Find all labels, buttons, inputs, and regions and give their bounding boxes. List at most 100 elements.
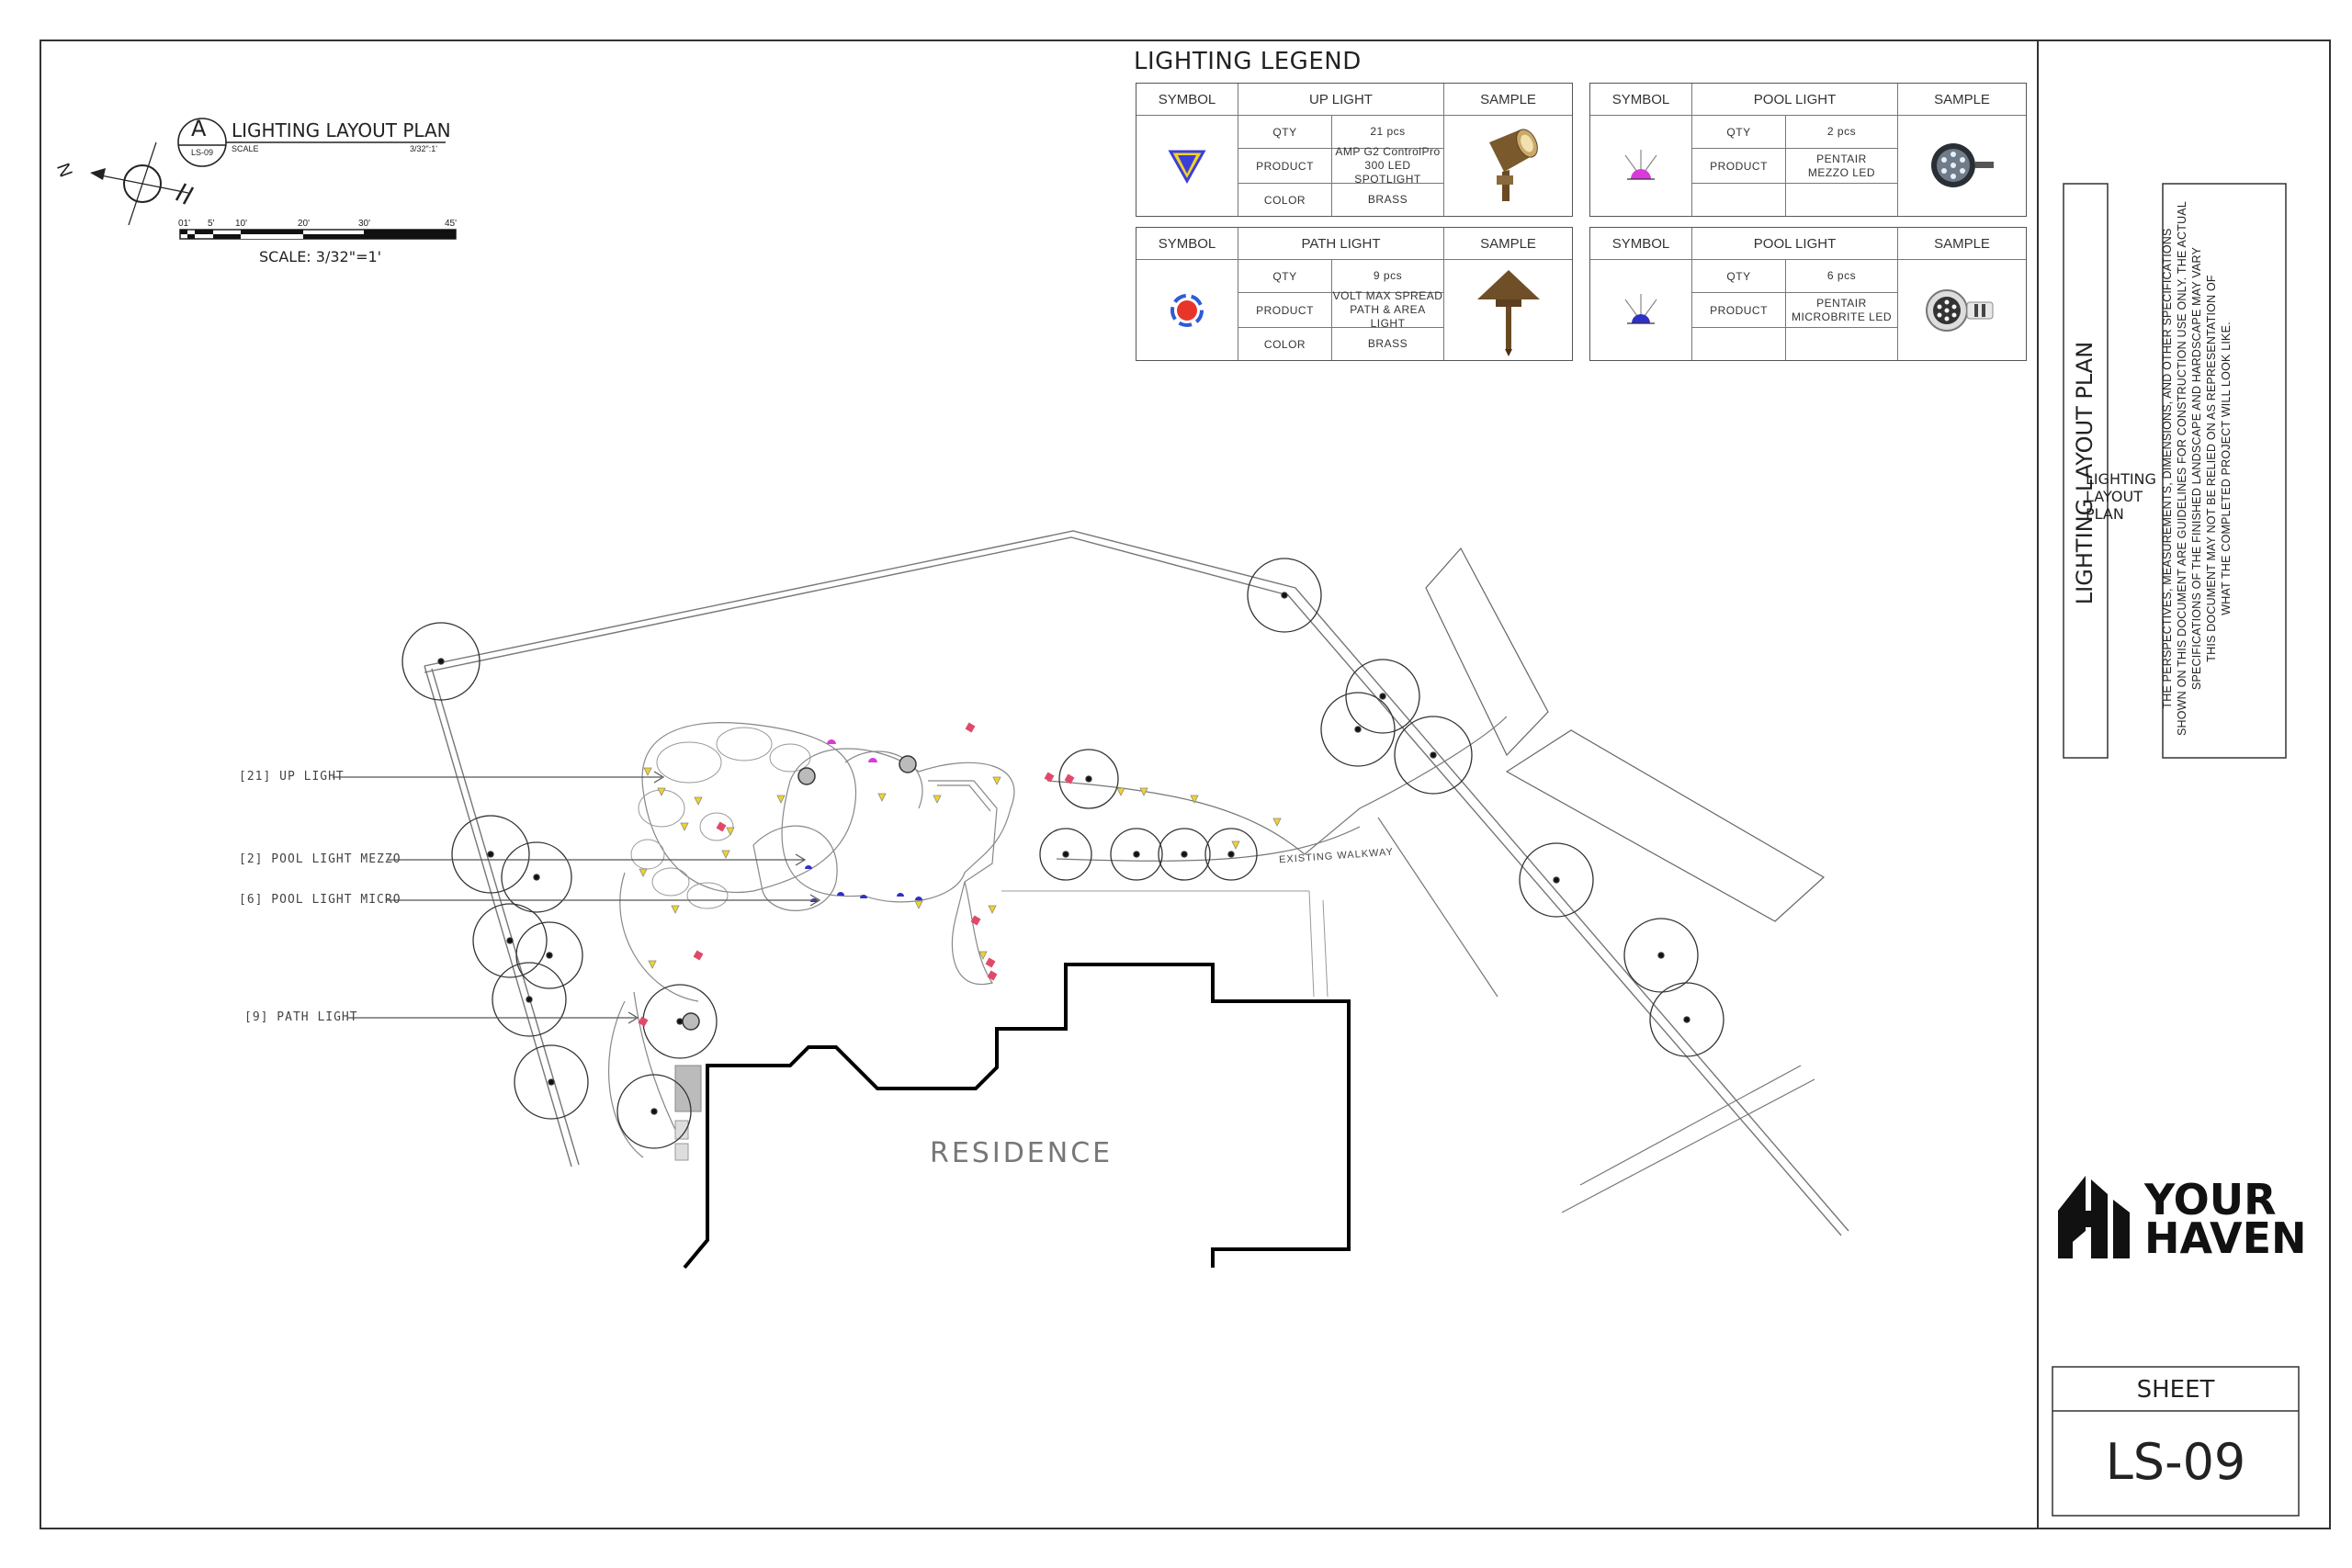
legend-sample-header: SAMPLE	[1897, 84, 2026, 115]
boulder-feature	[899, 755, 917, 773]
callout-pool-light-mezzo: [2] POOL LIGHT MEZZO	[239, 852, 401, 866]
tree-trunk	[548, 1078, 555, 1086]
tree-trunk	[1553, 876, 1560, 884]
plan-title-sheet-ref: LS-09	[191, 148, 214, 157]
legend-row-value: 2 pcs	[1785, 115, 1897, 148]
light-symbols	[638, 722, 1282, 1031]
legend-sample-cell	[1897, 259, 2026, 360]
legend-row-value: VOLT MAX SPREAD PATH & AREA LIGHT	[1331, 289, 1443, 330]
legend-symbol-header: SYMBOL	[1611, 91, 1670, 107]
legend-row-value	[1785, 183, 1897, 216]
tree-canopy	[1204, 828, 1258, 881]
property-line	[424, 530, 1849, 1232]
tree-trunk	[1133, 851, 1140, 858]
up-light-marker	[680, 822, 689, 831]
tree-trunk	[546, 952, 553, 959]
residence-outline	[683, 963, 1351, 1269]
tree-canopy	[1320, 692, 1396, 767]
tree-canopy	[1394, 716, 1473, 795]
scale-bar-label: 30'	[358, 219, 371, 229]
disclaimer-line: WHAT THE COMPLETED PROJECT WILL LOOK LIK…	[2220, 321, 2233, 615]
up-light-marker	[988, 905, 997, 914]
tree-canopy	[1623, 918, 1699, 993]
tree-canopy	[451, 815, 530, 894]
legend-symbol-cell	[1136, 259, 1238, 360]
path-light-marker	[970, 915, 981, 926]
tree-canopy	[492, 962, 567, 1037]
tree-trunk	[1354, 726, 1362, 733]
legend-sample-header: SAMPLE	[1443, 228, 1572, 259]
disclaimer-line: SHOWN ON THIS DOCUMENT ARE GUIDELINES FO…	[2176, 201, 2188, 736]
path-light-symbol-icon	[1170, 293, 1204, 327]
up-light-marker	[776, 795, 786, 804]
legend-row-key: QTY	[1691, 259, 1785, 292]
legend-row-key: QTY	[1238, 259, 1331, 292]
tree-trunk	[1657, 952, 1665, 959]
up-light-marker	[639, 868, 648, 877]
legend-row-value: PENTAIR MICROBRITE LED	[1785, 292, 1897, 327]
up-light-marker	[1190, 795, 1199, 804]
up-light-marker	[643, 767, 652, 776]
pool-area	[607, 722, 1015, 1158]
tree-trunk	[437, 658, 445, 665]
callout-path-light: [9] PATH LIGHT	[244, 1010, 358, 1024]
existing-walkway	[1046, 716, 1508, 855]
tree-trunk	[487, 851, 494, 858]
up-light-marker	[726, 827, 735, 836]
up-light-marker	[992, 776, 1001, 785]
legend-row-value: AMP G2 ControlPro 300 LED SPOTLIGHT	[1331, 145, 1443, 186]
tree-canopy	[1158, 828, 1211, 881]
legend-row-key: COLOR	[1238, 183, 1331, 216]
disclaimer-line: THIS DOCUMENT MAY NOT BE RELIED ON AS RE…	[2205, 275, 2218, 662]
up-light-marker	[1116, 787, 1125, 796]
up-light-marker	[933, 795, 942, 804]
sheet-label: SHEET	[2136, 1376, 2215, 1404]
tree-trunk	[506, 937, 514, 944]
tree-trunk	[1379, 693, 1386, 700]
up-light-marker	[1272, 818, 1282, 827]
up-light-marker	[721, 850, 730, 859]
sheet-number: LS-09	[2105, 1433, 2246, 1491]
path-light-marker	[1064, 773, 1075, 784]
plan-title: LIGHTING LAYOUT PLAN	[232, 119, 451, 141]
legend-row-value: 6 pcs	[1785, 259, 1897, 292]
pool-light-micro-marker	[897, 893, 904, 897]
legend-sample-cell	[1443, 259, 1572, 360]
tree-trunk	[533, 874, 540, 881]
tree-trunk	[526, 996, 533, 1003]
tree-canopy	[1519, 842, 1594, 918]
legend-row-value	[1785, 327, 1897, 360]
tree-trunk	[1430, 751, 1437, 759]
scale-bar-label: 01'	[178, 219, 191, 229]
boulder-feature	[797, 767, 816, 785]
your-haven-logo-icon	[2058, 1176, 2130, 1258]
scale-bar-label: 10'	[235, 219, 248, 229]
microbrite-led-sample-icon	[1925, 288, 1993, 332]
tree-canopy	[1247, 558, 1322, 633]
legend-symbol-cell	[1136, 115, 1238, 216]
callout-up-light: [21] UP LIGHT	[239, 770, 345, 784]
legend-row-key: PRODUCT	[1691, 148, 1785, 183]
pool-light-mezzo-symbol-icon	[1624, 149, 1657, 180]
disclaimer-line: SPECIFICATIONS OF THE FINISHED LANDSCAPE…	[2190, 246, 2203, 691]
mezzo-led-sample-icon	[1930, 142, 1994, 187]
tree-canopy	[616, 1074, 692, 1149]
disclaimer-line: THE PERSPECTIVES, MEASUREMENTS, DIMENSIO…	[2161, 228, 2174, 709]
north-arrow-icon	[90, 141, 195, 226]
legend-sample-header: SAMPLE	[1897, 228, 2026, 259]
driveway-strip	[1425, 547, 1549, 757]
legend-row-key: PRODUCT	[1691, 292, 1785, 327]
legend-name-header: POOL LIGHT	[1691, 84, 1897, 115]
rock-outcrop	[630, 727, 811, 909]
scale-bar	[179, 229, 457, 240]
legend-row-key: PRODUCT	[1238, 148, 1331, 183]
tree-trunk	[1181, 851, 1188, 858]
plan-scale-word: SCALE	[232, 144, 259, 153]
vertical-title-box	[2063, 183, 2109, 759]
legend-symbol-cell	[1590, 259, 1691, 360]
legend-row-value: 21 pcs	[1331, 115, 1443, 148]
